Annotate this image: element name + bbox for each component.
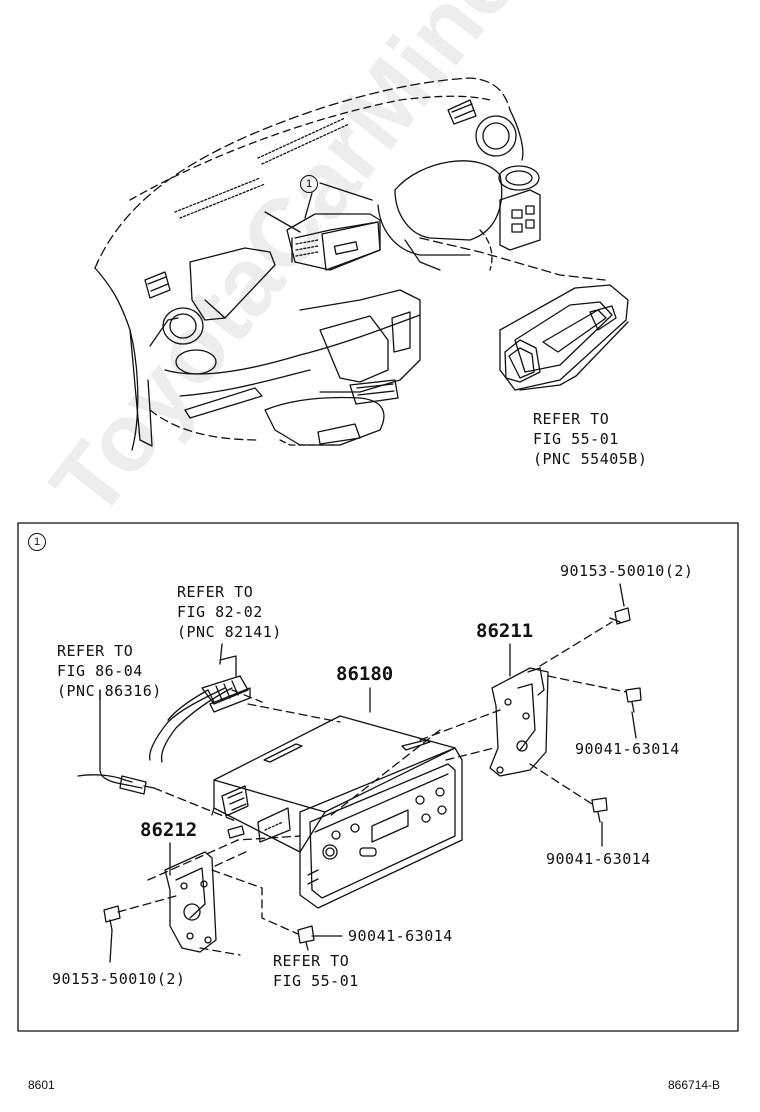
connector-refer-line2[interactable]: FIG 82-02 [177,603,263,621]
antenna-refer-line1[interactable]: REFER TO [57,642,134,660]
part-86211[interactable]: 86211 [476,620,534,642]
bracket-refer-line2[interactable]: FIG 55-01 [273,972,359,990]
antenna-refer-line2[interactable]: FIG 86-04 [57,662,143,680]
footer-illustration-id: 866714-B [668,1078,721,1092]
screw-label-right-upper[interactable]: 90041-63014 [575,740,680,758]
screw-label-right-lower[interactable]: 90041-63014 [546,850,651,868]
bracket-refer-line1[interactable]: REFER TO [273,952,350,970]
callout-1-top[interactable]: 1 [300,175,318,193]
assembly-dashed-lines [117,621,627,956]
bracket-left-drawing [164,851,217,953]
label-leaders [99,583,637,963]
screws-drawing [103,607,642,951]
footer-figure-number: 8601 [28,1078,55,1092]
callout-1-detail: 1 [28,533,46,551]
screw-label-bottom-left[interactable]: 90153-50010(2) [52,970,186,988]
connector-drawing [149,655,251,763]
screw-label-bottom-center[interactable]: 90041-63014 [348,927,453,945]
detail-frame [17,522,739,1032]
connector-refer-line3[interactable]: (PNC 82141) [177,623,282,641]
top-refer-line2[interactable]: FIG 55-01 [533,430,619,448]
instrument-panel-drawing [94,77,629,451]
antenna-cable-drawing [77,689,155,795]
part-86180[interactable]: 86180 [336,663,394,685]
top-refer-line3[interactable]: (PNC 55405B) [533,450,648,468]
connector-refer-line1[interactable]: REFER TO [177,583,254,601]
radio-unit-drawing [211,715,463,909]
top-refer-line1[interactable]: REFER TO [533,410,610,428]
bracket-right-drawing [489,667,549,777]
screw-label-top-right[interactable]: 90153-50010(2) [560,562,694,580]
part-86212[interactable]: 86212 [140,819,198,841]
antenna-refer-line3[interactable]: (PNC 86316) [57,682,162,700]
